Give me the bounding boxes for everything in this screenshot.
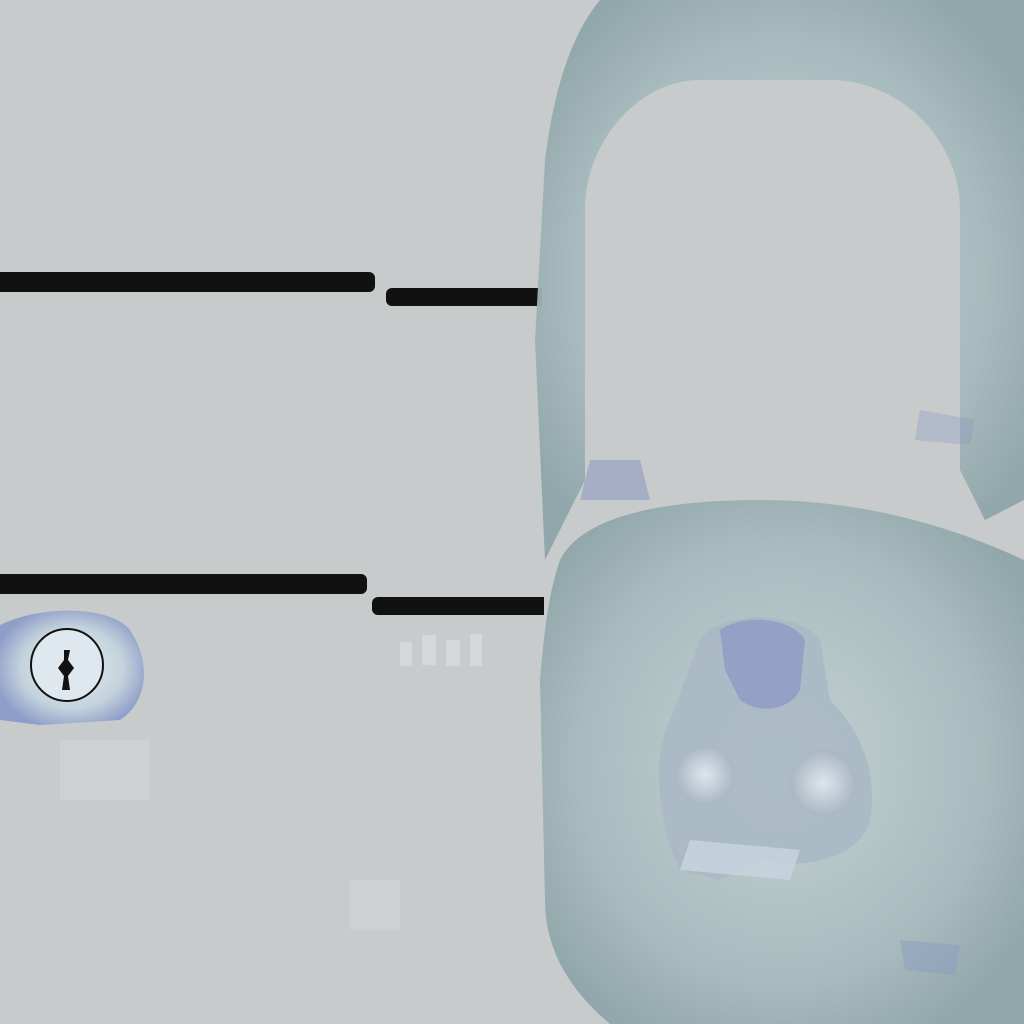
shackle-icon <box>535 0 1024 560</box>
strap-bar-top-right <box>386 288 542 306</box>
strap-bar-bottom <box>0 574 367 594</box>
faint-marks <box>60 634 482 930</box>
strap-bar-top <box>0 272 375 292</box>
padlock-body-icon <box>540 500 1024 1024</box>
strap-bar-bottom-right <box>372 597 544 615</box>
keyhole-icon <box>0 610 144 725</box>
